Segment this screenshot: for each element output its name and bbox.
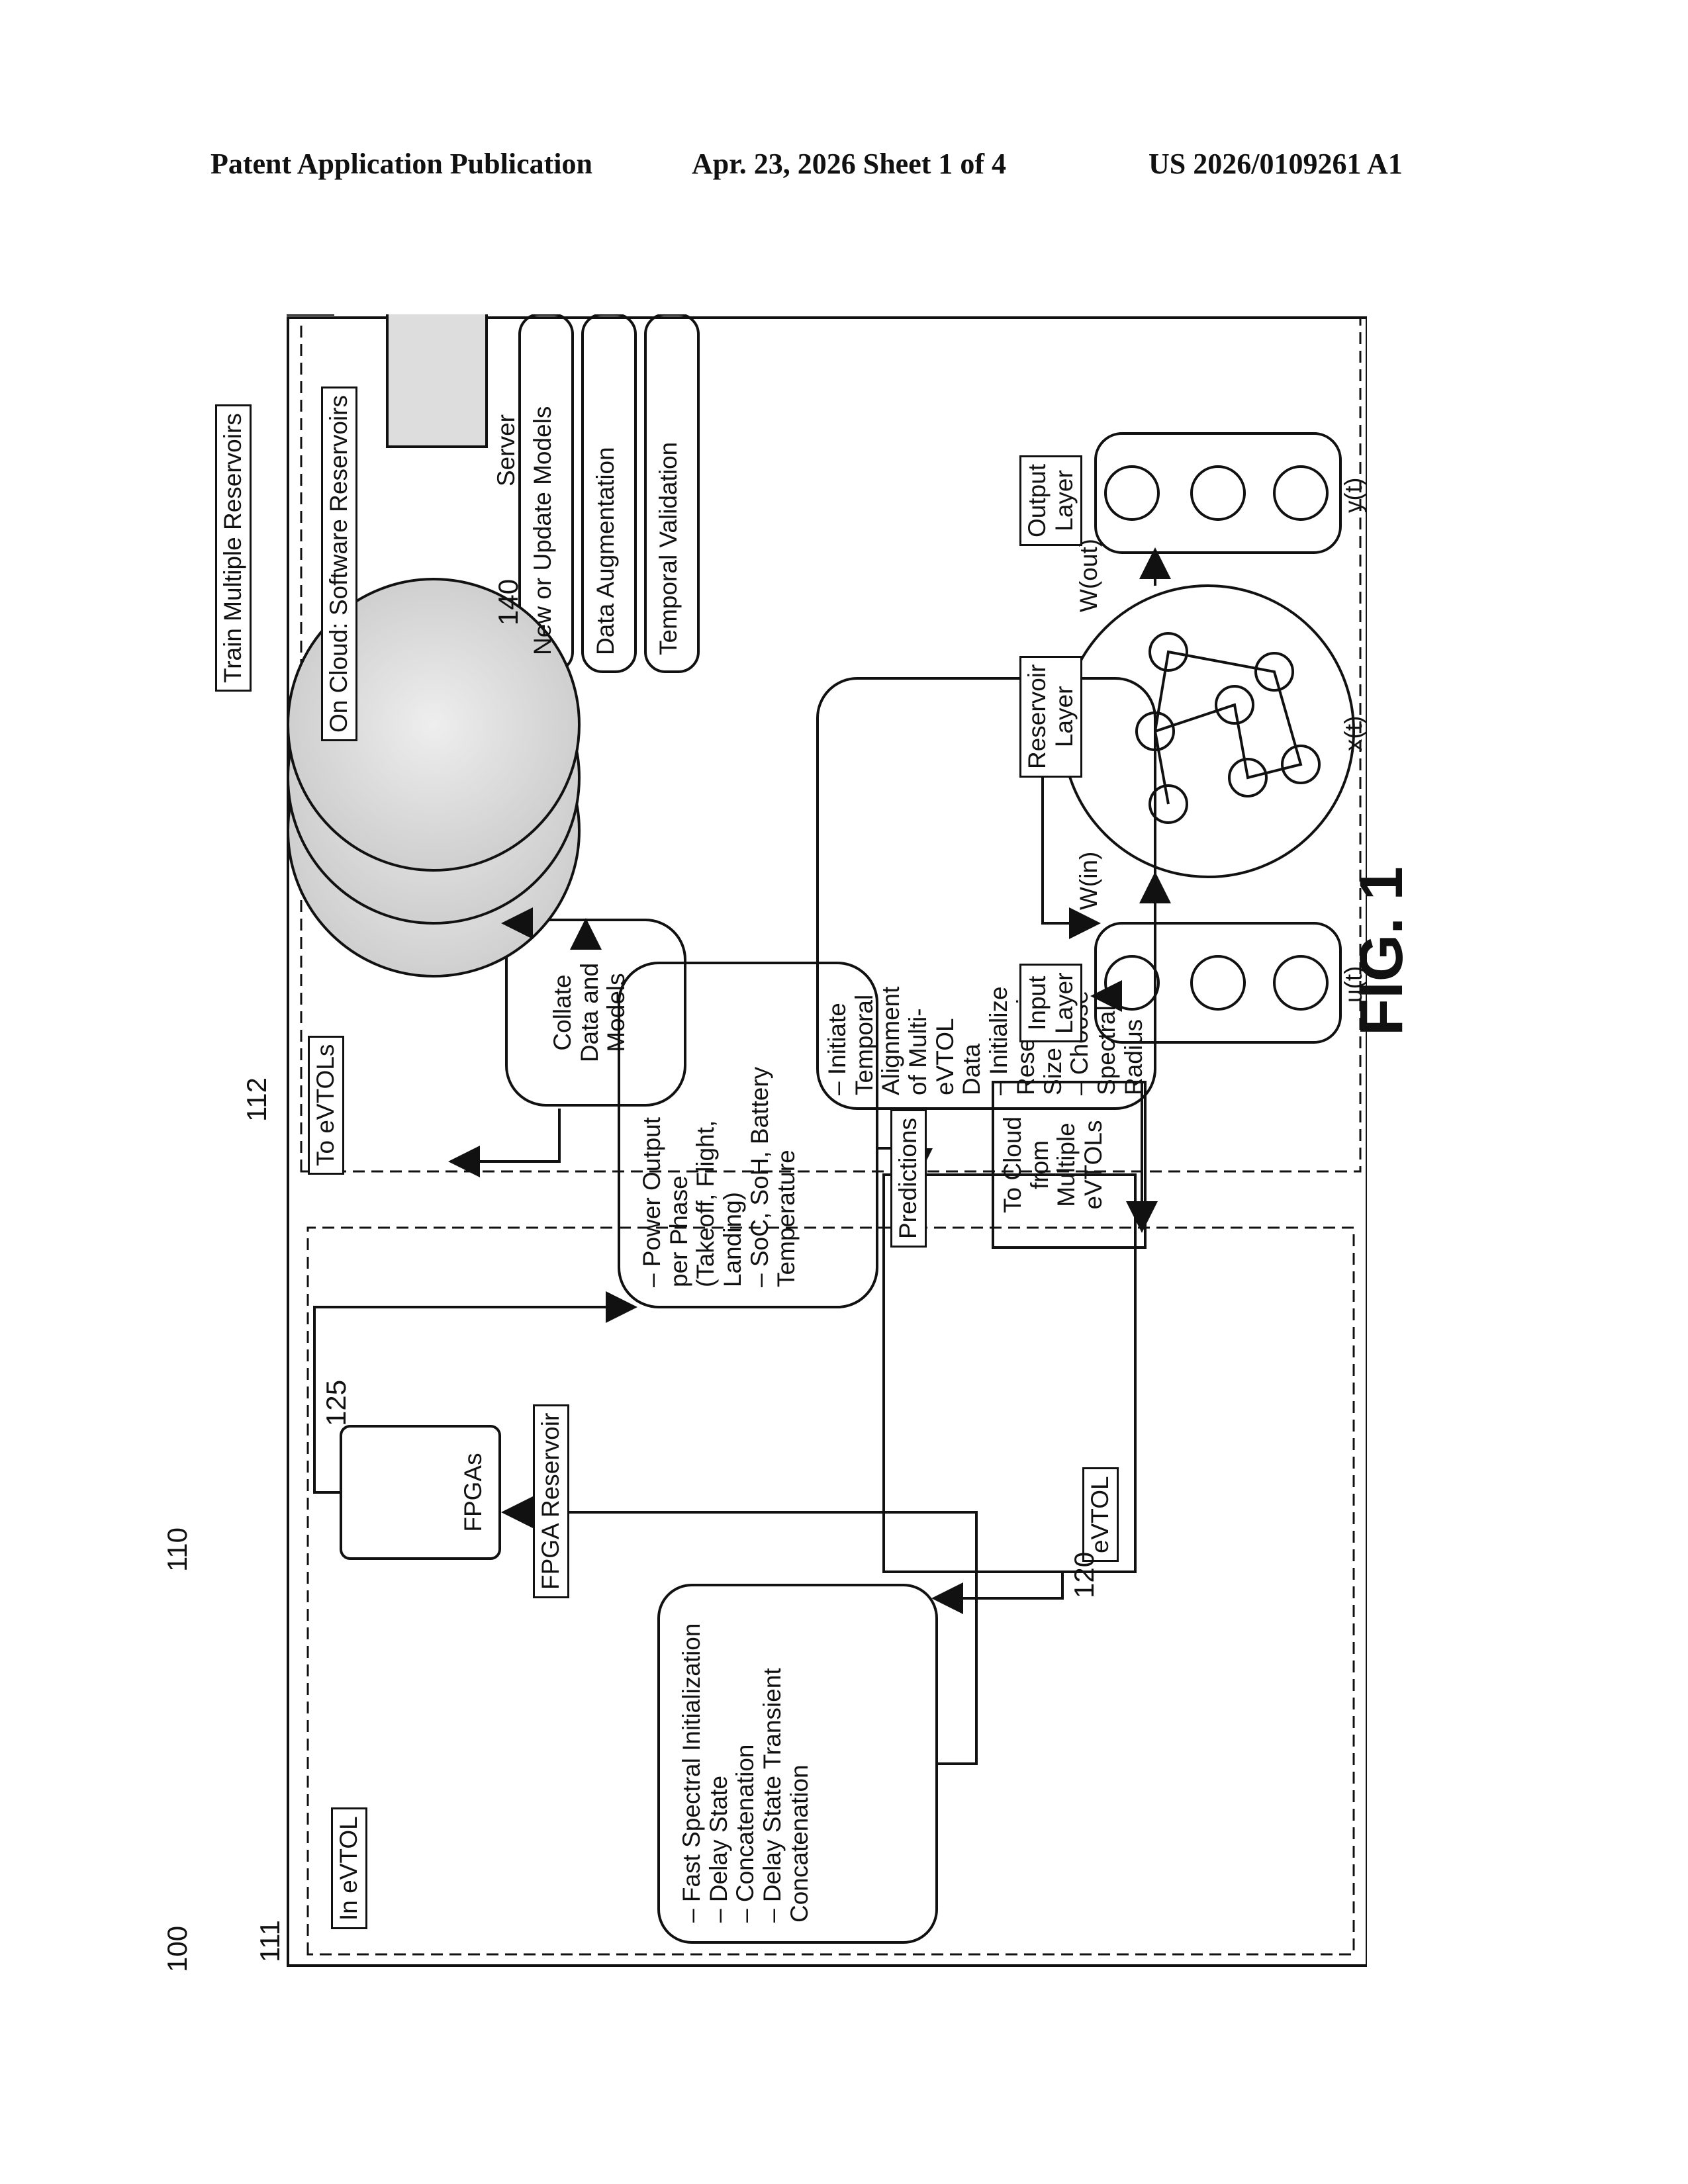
ref-140: 140 <box>493 579 524 625</box>
reservoir-layer-label: Reservoir Layer <box>1019 656 1082 778</box>
predictions-label: Predictions <box>890 1109 927 1248</box>
input-layer-label: Input Layer <box>1019 964 1082 1042</box>
w-in-label: W(in) <box>1076 852 1103 910</box>
cloud-label: On Cloud: Software Reservoirs <box>321 387 357 741</box>
to-evtols-label: To eVTOLs <box>308 1036 344 1175</box>
to-cloud-label: To Cloud from Multiple eVTOLs <box>1000 1089 1107 1241</box>
w-out-label: W(out) <box>1076 539 1103 612</box>
temporal-validation-label: Temporal Validation <box>655 442 682 655</box>
header-publication-type: Patent Application Publication <box>211 147 592 181</box>
u-t-label: u(t) <box>1340 966 1368 1003</box>
server-label: Server <box>493 414 520 486</box>
train-reservoirs-label: Train Multiple Reservoirs <box>215 404 252 692</box>
evtol-region-111 <box>308 1228 1354 1954</box>
ref-110: 110 <box>162 1527 193 1572</box>
x-t-label: x(t) <box>1340 716 1368 751</box>
output-layer-label: Output Layer <box>1019 455 1082 546</box>
figure-drawing: In eVTOL FPGAs FPGA Reservoir – Fast Spe… <box>215 314 1367 1969</box>
new-models-label: New or Update Models <box>530 406 557 655</box>
ref-100: 100 <box>162 1926 193 1972</box>
evtol-init-list: – Fast Spectral Initialization – Delay S… <box>679 1592 813 1923</box>
y-t-label: y(t) <box>1340 478 1368 513</box>
server-rack <box>387 314 487 447</box>
ref-111: 111 <box>255 1920 285 1962</box>
ref-112: 112 <box>242 1077 272 1122</box>
fpga-chip-label: FPGAs <box>460 1439 487 1545</box>
fpga-reservoir-label: FPGA Reservoir <box>533 1404 569 1598</box>
header-patent-number: US 2026/0109261 A1 <box>1149 147 1403 181</box>
header-date-sheet: Apr. 23, 2026 Sheet 1 of 4 <box>692 147 1006 181</box>
outer-frame-110 <box>288 318 1367 1966</box>
evtol-outputs-list: – Power Output per Phase (Takeoff, Fligh… <box>639 970 800 1287</box>
data-augmentation-label: Data Augmentation <box>592 447 620 655</box>
output-layer-box <box>1096 433 1340 553</box>
evtol-box-label: eVTOL <box>1082 1467 1119 1562</box>
ref-125: 125 <box>321 1380 352 1426</box>
ref-120: 120 <box>1069 1552 1100 1598</box>
collate-label: Collate Data and Models <box>549 923 630 1102</box>
in-evtol-label: In eVTOL <box>331 1807 367 1929</box>
